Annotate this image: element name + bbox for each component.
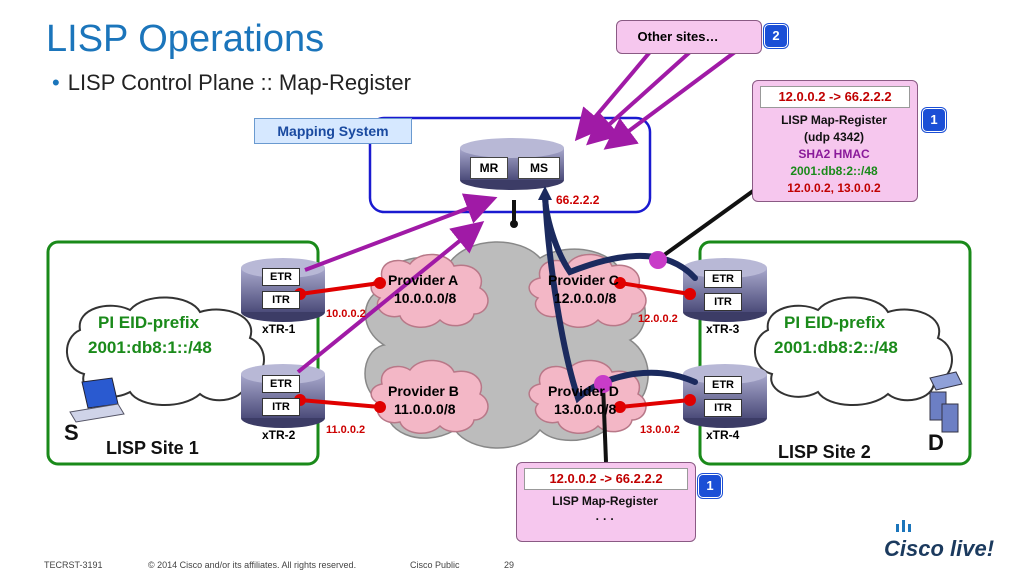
map-server-ip: 66.2.2.2	[556, 193, 600, 207]
footer-classification: Cisco Public	[410, 560, 460, 570]
register-top-mapping: 12.0.0.2 -> 66.2.2.2	[760, 86, 910, 108]
map-resolver-label: MR	[470, 157, 508, 179]
step-2-badge: 2	[764, 24, 788, 48]
destination-host-label: D	[928, 430, 944, 455]
provider-c-prefix: 12.0.0.0/8	[554, 290, 617, 306]
subtitle-text: LISP Control Plane :: Map-Register	[67, 70, 411, 95]
server-icon	[929, 371, 963, 433]
register-bottom-more: · · ·	[595, 512, 615, 526]
xtr3-rloc: 12.0.0.2	[638, 313, 678, 325]
register-bottom-title: LISP Map-Register	[552, 494, 658, 508]
footer-copyright: © 2014 Cisco and/or its affiliates. All …	[148, 560, 357, 570]
xtr3-name: xTR-3	[706, 322, 740, 336]
xtr4-rloc: 13.0.0.2	[640, 424, 680, 436]
provider-a-prefix: 10.0.0.0/8	[394, 290, 457, 306]
site2-name: LISP Site 2	[778, 442, 871, 462]
site1-eid-prefix: 2001:db8:1::/48	[88, 338, 212, 357]
site1-eid-label: PI EID-prefix	[98, 313, 200, 332]
cisco-live-logo: Cisco live!	[884, 518, 1004, 562]
register-top-rlocs: 12.0.0.2, 13.0.0.2	[787, 181, 881, 195]
map-server-label: MS	[518, 157, 560, 179]
provider-d-prefix: 13.0.0.0/8	[554, 401, 617, 417]
site1-name: LISP Site 1	[106, 438, 199, 458]
provider-d-name: Provider D	[548, 383, 619, 399]
mapping-system-box	[368, 116, 652, 214]
provider-b-prefix: 11.0.0.0/8	[394, 401, 456, 417]
site2-box	[698, 240, 972, 466]
provider-a-name: Provider A	[388, 272, 459, 288]
cisco-logo-bars	[896, 520, 911, 532]
xtr4-itr-label: ITR	[704, 399, 742, 417]
xtr1-rloc: 10.0.0.2	[326, 308, 366, 320]
step-1-badge-bottom: 1	[698, 474, 722, 498]
register-top-prefix: 2001:db8:2::/48	[790, 164, 878, 178]
xtr3-router	[683, 258, 767, 322]
footer-page-number: 29	[504, 560, 515, 570]
xtr1-itr-label: ITR	[262, 291, 300, 309]
site2-eid-label: PI EID-prefix	[784, 313, 886, 332]
register-top-hmac: SHA2 HMAC	[798, 147, 870, 161]
cisco-live-logo-text: Cisco live!	[884, 536, 995, 561]
other-sites-callout	[616, 20, 762, 54]
xtr2-name: xTR-2	[262, 428, 296, 442]
slide-subtitle: •LISP Control Plane :: Map-Register	[52, 70, 411, 95]
register-top-port: (udp 4342)	[803, 130, 864, 144]
xtr2-router	[241, 364, 325, 428]
site2-eid-prefix: 2001:db8:2::/48	[774, 338, 898, 357]
slide-title: LISP Operations	[46, 18, 325, 60]
xtr3-etr-label: ETR	[704, 270, 742, 288]
xtr4-name: xTR-4	[706, 428, 740, 442]
xtr4-router	[683, 364, 767, 428]
xtr3-itr-label: ITR	[704, 293, 742, 311]
register-top-title: LISP Map-Register	[781, 113, 887, 127]
laptop-icon	[69, 377, 125, 423]
provider-c-name: Provider C	[548, 272, 619, 288]
xtr1-etr-label: ETR	[262, 268, 300, 286]
mapping-system-label: Mapping System	[254, 118, 412, 144]
other-sites-label: Other sites…	[637, 29, 719, 44]
step-1-badge-top: 1	[922, 108, 946, 132]
register-bottom-mapping: 12.0.0.2 -> 66.2.2.2	[524, 468, 688, 490]
site1-box	[46, 240, 320, 466]
provider-b-name: Provider B	[388, 383, 459, 399]
xtr4-etr-label: ETR	[704, 376, 742, 394]
xtr2-itr-label: ITR	[262, 398, 300, 416]
xtr2-etr-label: ETR	[262, 375, 300, 393]
footer-session-code: TECRST-3191	[44, 560, 103, 570]
xtr2-rloc: 11.0.0.2	[326, 424, 366, 436]
xtr1-name: xTR-1	[262, 322, 296, 336]
source-host-label: S	[64, 420, 79, 445]
